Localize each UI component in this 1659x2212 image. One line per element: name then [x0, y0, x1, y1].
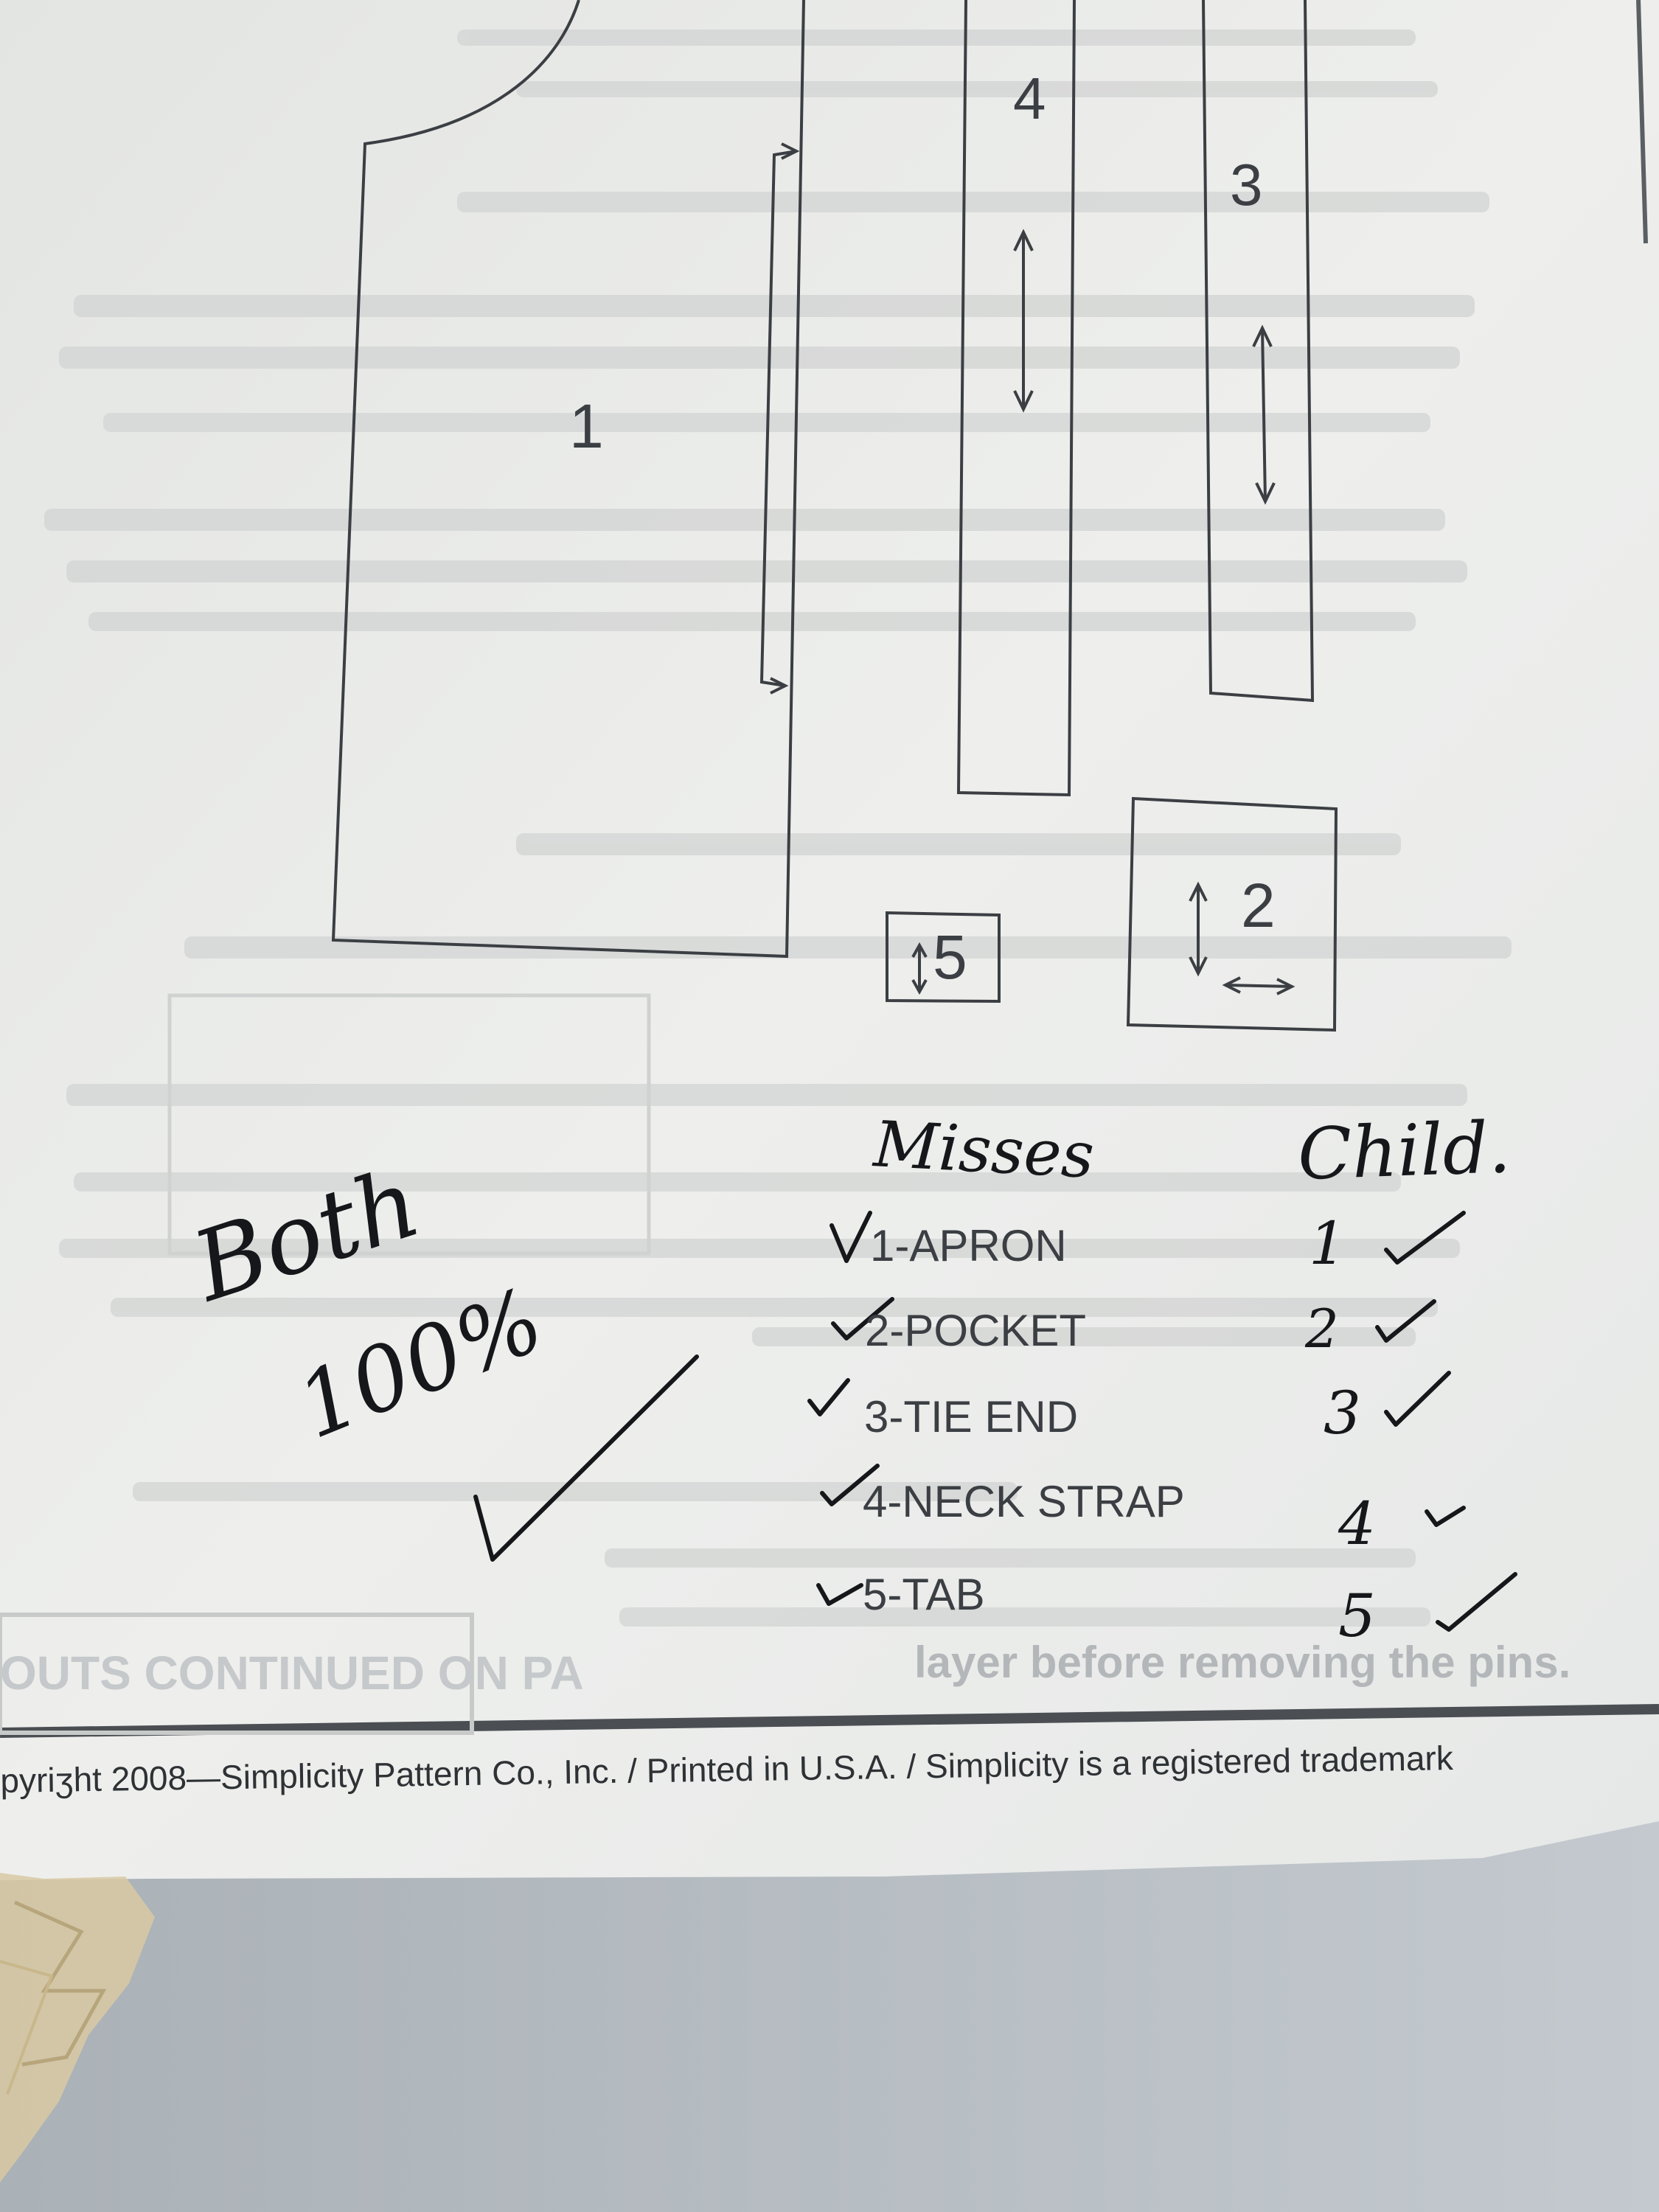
handwritten-child-2: 2: [1305, 1298, 1339, 1360]
tissue-paper: [0, 1873, 155, 2183]
piece-4-outline: [956, 0, 1076, 797]
cutting-list-item-tab: 5-TAB: [863, 1570, 985, 1619]
cutting-list-item-apron: 1-APRON: [870, 1221, 1067, 1270]
piece-3-outline: [1202, 0, 1315, 703]
piece-3-grainline: [1261, 327, 1267, 502]
handwritten-child-5: 5: [1338, 1582, 1376, 1650]
cutting-list-item-tie-end: 3-TIE END: [864, 1392, 1079, 1441]
handwritten-misses-heading: Misses: [872, 1107, 1096, 1193]
piece-1-fold-line: [759, 150, 797, 687]
cutting-list-item-neck-strap: 4-NECK STRAP: [863, 1477, 1185, 1526]
handwritten-checkmarks: [473, 1211, 1517, 1632]
handwritten-child-heading: Child.: [1296, 1105, 1512, 1197]
piece-2-outline: [1126, 796, 1338, 1032]
bleed-instruction-text: layer before removing the pins.: [914, 1638, 1571, 1687]
bleed-continued-text: OUTS CONTINUED ON PA: [0, 1646, 584, 1700]
handwritten-child-4: 4: [1338, 1489, 1376, 1558]
bleed-through-print: [44, 29, 1512, 1627]
sheet-edge: [1636, 0, 1648, 244]
piece-3-number: 3: [1230, 152, 1263, 218]
piece-2-number: 2: [1241, 871, 1276, 940]
handwritten-child-3: 3: [1324, 1379, 1361, 1447]
piece-5-number: 5: [933, 922, 967, 992]
handwritten-child-1: 1: [1309, 1209, 1346, 1278]
piece-4-number: 4: [1013, 66, 1046, 131]
cutting-list-item-pocket: 2-POCKET: [865, 1306, 1087, 1355]
footer-rule: [0, 1704, 1659, 1738]
piece-1-number: 1: [569, 392, 604, 461]
piece-5-outline: [886, 911, 1001, 1004]
piece-1-outline: [331, 0, 805, 959]
piece-2-grainline-horizontal: [1225, 984, 1293, 988]
